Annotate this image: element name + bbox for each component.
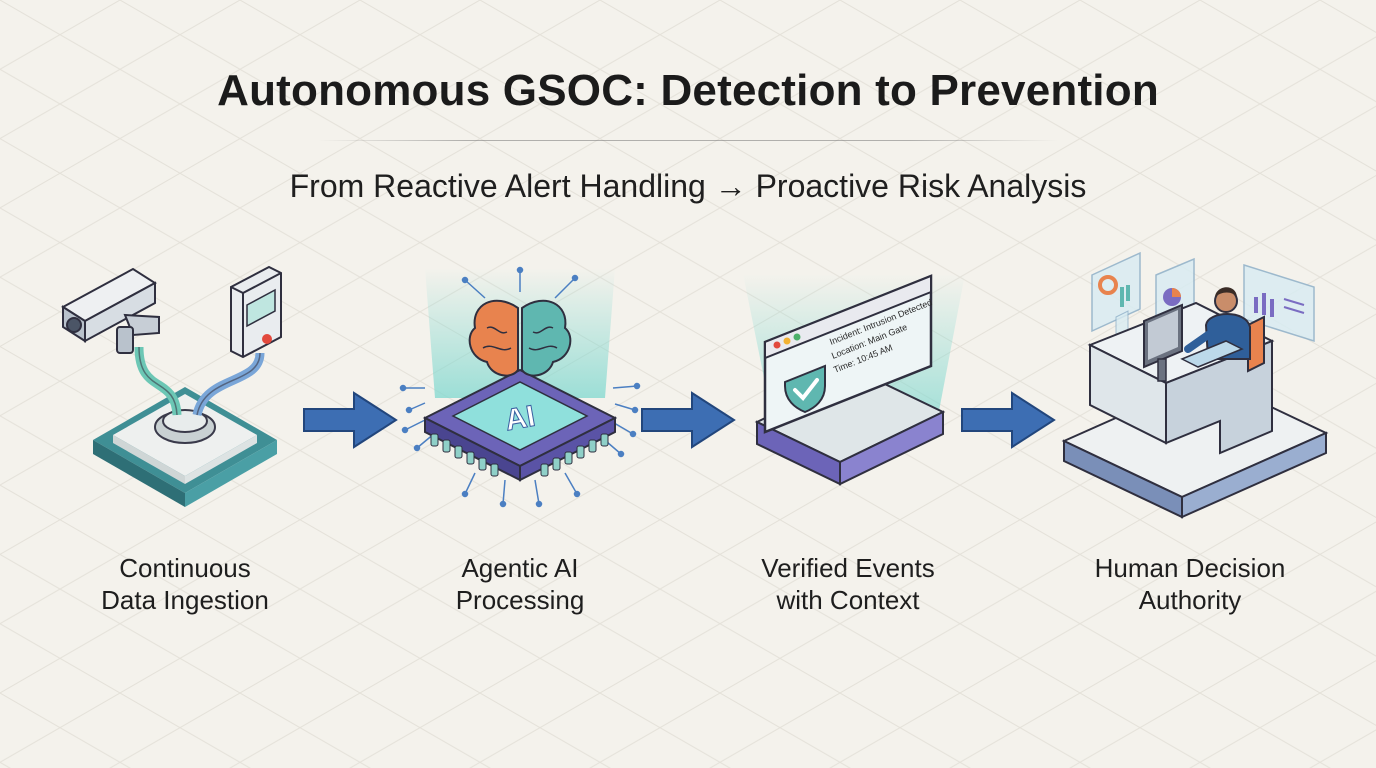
data-ingestion-illustration <box>61 265 282 507</box>
ai-chip-icon: AI <box>422 368 618 482</box>
flow-arrow-2 <box>641 391 736 449</box>
step-label-human-decision: Human Decision Authority <box>1050 552 1330 616</box>
circuit-traces <box>399 266 641 508</box>
cctv-camera-icon <box>61 267 160 354</box>
data-hub-platform-icon <box>93 387 277 507</box>
operator-workstation-icon <box>1061 287 1329 519</box>
flow-arrow-1 <box>303 391 398 449</box>
page-subtitle: From Reactive Alert Handling → Proactive… <box>289 168 1087 204</box>
human-decision-illustration <box>1061 251 1329 519</box>
step-label-line: Agentic AI <box>461 553 579 583</box>
step-label-line: Data Ingestion <box>101 585 269 615</box>
step-label-line: Authority <box>1138 585 1242 615</box>
step-label-ai-processing: Agentic AI Processing <box>390 552 650 616</box>
page-title: Autonomous GSOC: Detection to Prevention <box>217 66 1159 115</box>
step-label-line: with Context <box>776 585 920 615</box>
verified-events-illustration: Incident: Intrusion Detected Location: M… <box>743 274 965 486</box>
step-label-line: Processing <box>455 585 585 615</box>
step-label-verified-events: Verified Events with Context <box>718 552 978 616</box>
flow-arrow-3 <box>961 391 1056 449</box>
step-label-data-ingestion: Continuous Data Ingestion <box>55 552 315 616</box>
motion-sensor-icon <box>230 265 282 359</box>
chip-label: AI <box>502 400 537 438</box>
shield-check-icon <box>784 364 826 414</box>
event-platform-icon <box>754 370 946 486</box>
step-label-line: Human Decision <box>1094 553 1286 583</box>
step-label-line: Verified Events <box>761 553 935 583</box>
title-divider <box>318 140 1058 141</box>
ai-processing-illustration: AI <box>399 266 641 508</box>
step-label-line: Continuous <box>119 553 251 583</box>
brain-icon <box>468 299 572 377</box>
